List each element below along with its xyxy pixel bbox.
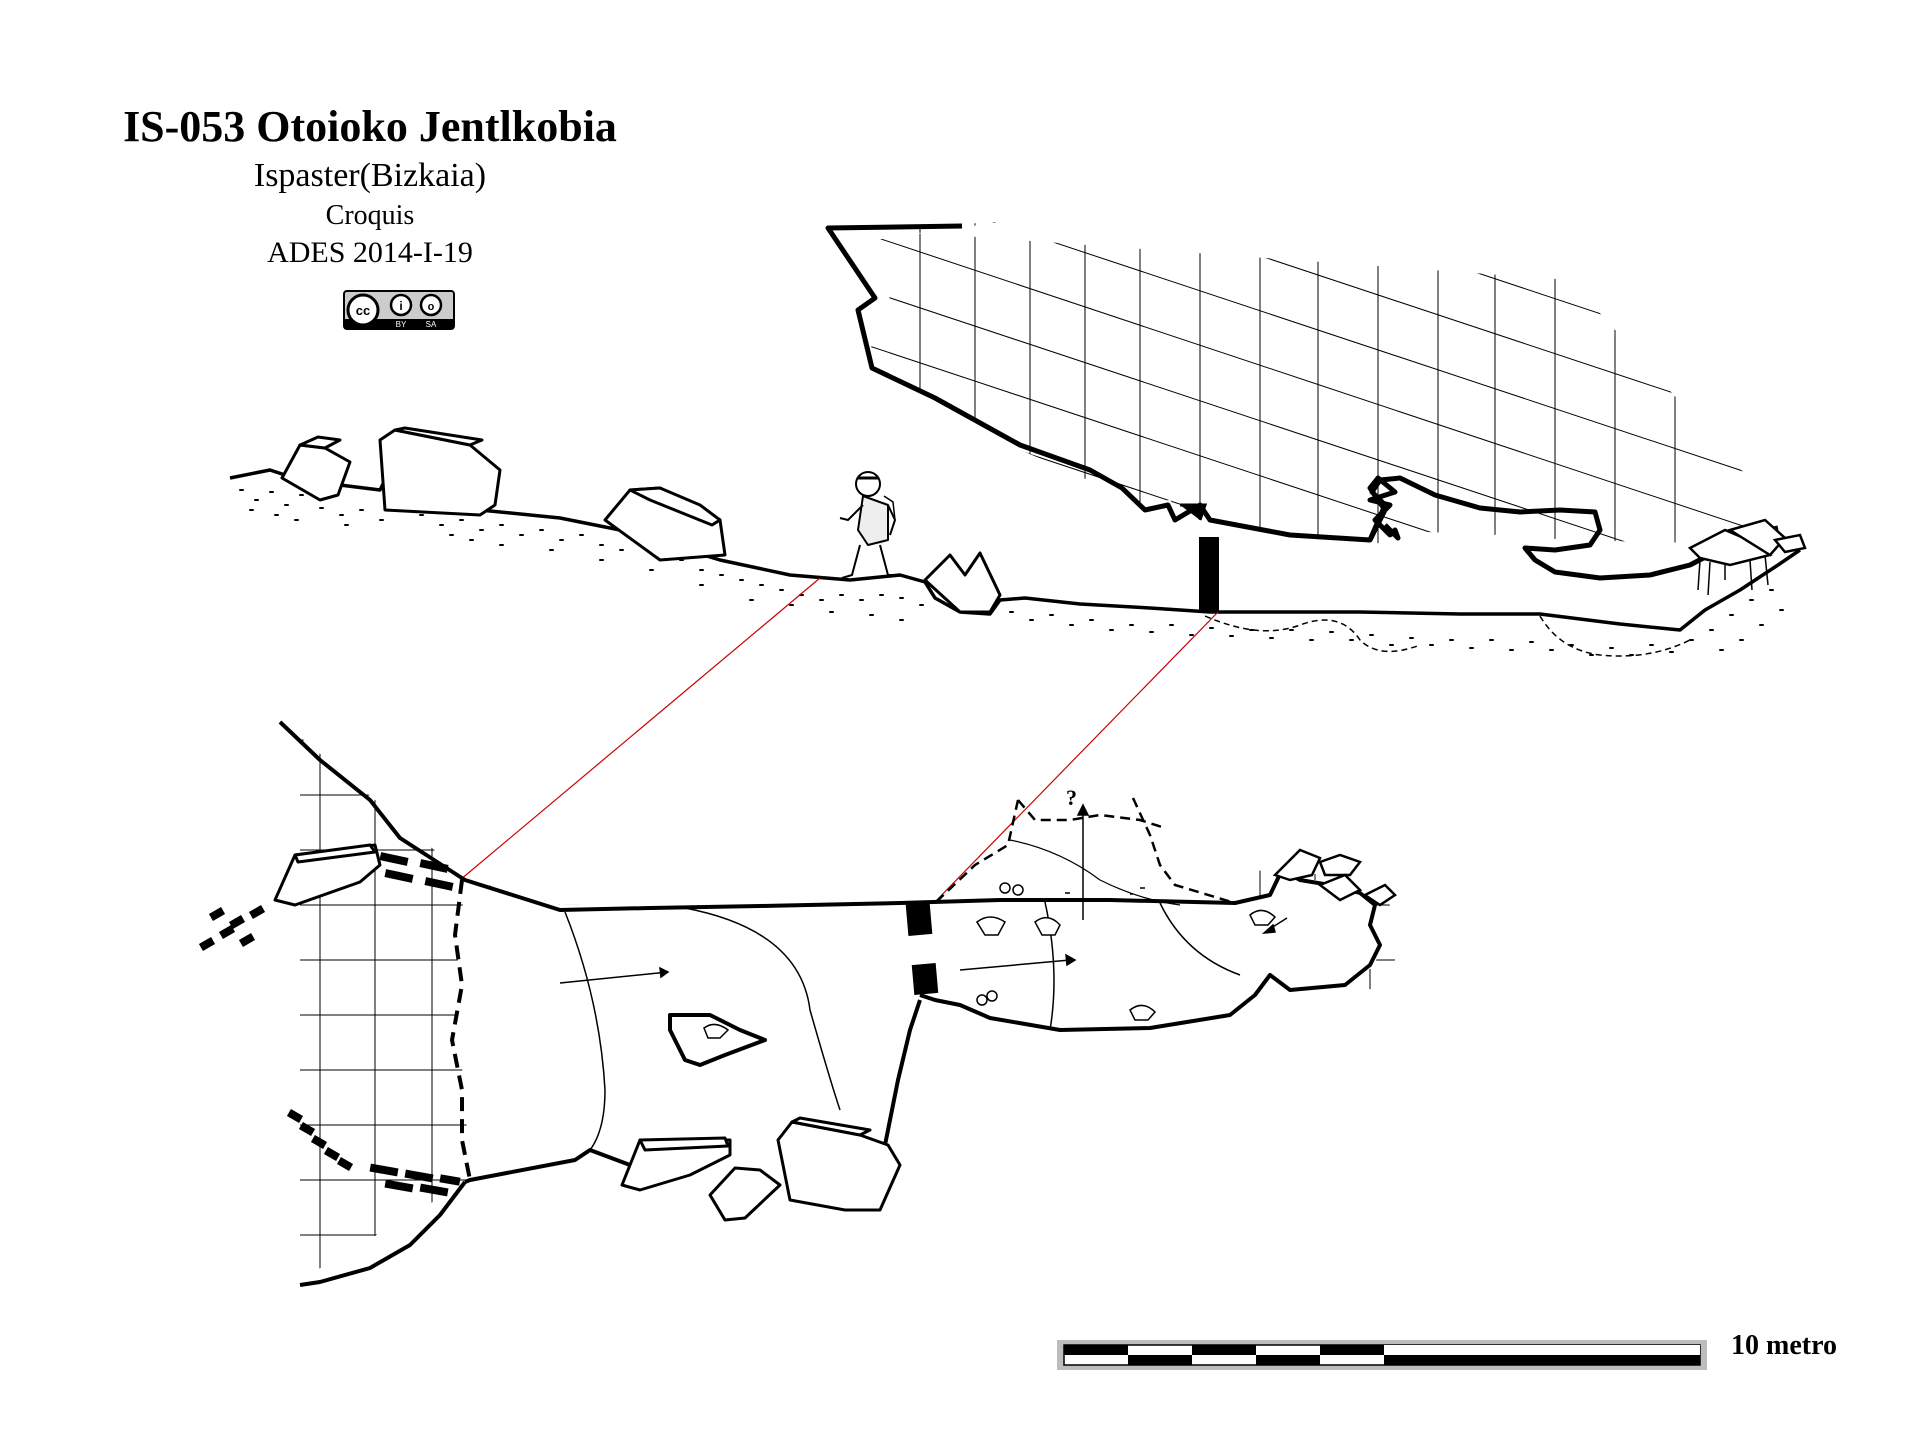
plan-boulders [273, 843, 902, 1222]
profile-section [229, 222, 1807, 906]
title-block: IS-053 Otoioko Jentlkobia Ispaster(Bizka… [80, 100, 660, 272]
caver-figure-icon [839, 471, 900, 579]
profile-gravel-texture [239, 489, 1784, 656]
profile-entrance-boulders [1687, 518, 1807, 596]
plan-wall-left-dashed [449, 879, 472, 1181]
profile-cave-roof-lobe [1367, 475, 1779, 581]
svg-text:o: o [428, 301, 435, 313]
plan-flow-arrows [559, 803, 1288, 984]
cc-by-sa-license-icon: cc i o BY SA [343, 290, 455, 330]
plan-entrance-boulders [1272, 848, 1397, 907]
cave-location: Ispaster(Bizkaia) [253, 157, 487, 194]
scale-label: 10 metro [1731, 1330, 1837, 1361]
plan-dashed-features [934, 797, 1236, 905]
svg-text:i: i [399, 299, 402, 313]
plan-section: ? [198, 720, 1397, 1287]
projection-line-right [931, 611, 1219, 906]
profile-floor-dashed [1204, 615, 1691, 657]
plan-inner-contour [564, 901, 1241, 1151]
plan-passage-fill [455, 880, 1380, 1180]
scale-bar [1057, 1340, 1707, 1370]
plan-thin-line [1009, 839, 1181, 906]
projection-line-left [459, 577, 821, 881]
plan-narrowing-bar-2 [911, 963, 939, 995]
survey-credit: ADES 2014-I-19 [267, 236, 473, 269]
cave-title: IS-053 Otoioko Jentlkobia [123, 102, 617, 151]
plan-formation-symbols [703, 882, 1277, 1039]
license-sa-label: SA [426, 320, 437, 329]
plan-narrowing-bar-1 [905, 902, 933, 936]
plan-entrance-dashes [198, 852, 461, 1197]
plan-rock-island [668, 1013, 767, 1067]
profile-boulders [280, 426, 1002, 614]
map-type: Croquis [325, 200, 415, 231]
profile-section-bar [1199, 537, 1219, 612]
license-by-label: BY [396, 320, 407, 329]
plan-unknown-mark: ? [1066, 785, 1077, 810]
svg-text:cc: cc [356, 303, 370, 318]
plan-wall-south [299, 999, 922, 1287]
